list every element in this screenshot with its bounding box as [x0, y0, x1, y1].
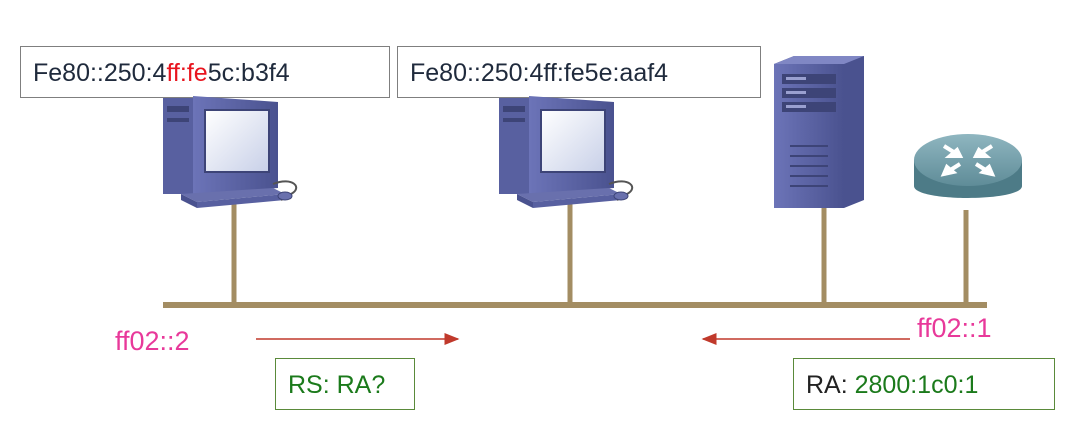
rs-message-text: RS: RA? [288, 371, 386, 399]
host1-address-box: Fe80::250:4ff:fe5c:b3f4 [20, 46, 390, 98]
ra-message-box: RA: 2800:1c0:1 [793, 358, 1055, 410]
ra-message-key: RA: [806, 371, 855, 399]
multicast-all-routers-label: ff02::2 [115, 326, 190, 356]
host1-address-prefix: Fe80::250:4 [33, 59, 167, 87]
host1-address-eui-marker: ff:fe [166, 59, 208, 87]
ra-prefix-value: 2800:1c0:1 [854, 371, 979, 399]
rs-message-box: RS: RA? [275, 358, 415, 410]
multicast-all-nodes-label: ff02::1 [917, 313, 992, 343]
router-icon [914, 134, 1022, 198]
workstation-icon [163, 96, 298, 208]
host2-address: Fe80::250:4ff:fe5e:aaf4 [410, 59, 669, 87]
workstation-icon [499, 96, 634, 208]
host1-address-suffix: 5c:b3f4 [207, 59, 290, 87]
server-tower-icon [774, 56, 864, 208]
host2-address-box: Fe80::250:4ff:fe5e:aaf4 [397, 46, 761, 98]
